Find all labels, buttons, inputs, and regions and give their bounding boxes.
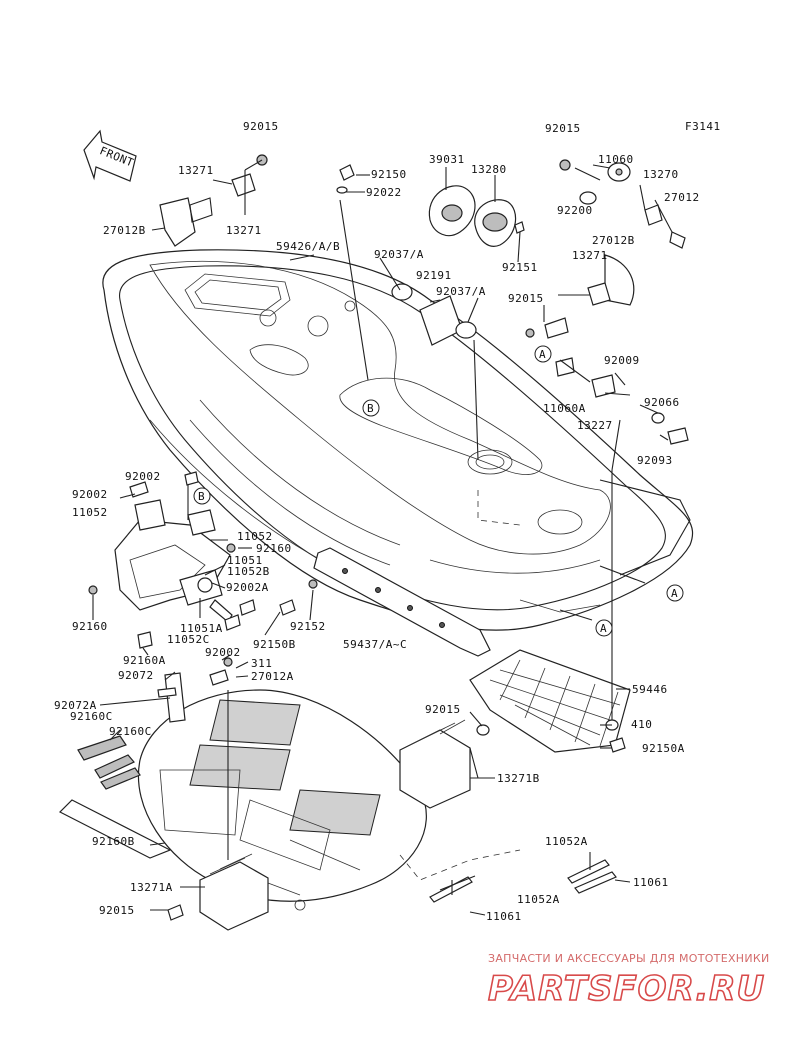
rub-rail-59437-drawing [313, 547, 491, 657]
part-label: 92066 [644, 396, 680, 409]
part-label: 92037/A [436, 285, 486, 298]
part-label: 92160C [109, 725, 152, 738]
ref-marker: A [671, 587, 678, 600]
ref-marker: B [367, 402, 374, 415]
part-label: 92160C [70, 710, 113, 723]
part-label: 59446 [632, 683, 668, 696]
part-label: 11051A [180, 622, 223, 635]
part-label: 11052A [517, 893, 560, 906]
part-label: 11061 [633, 876, 669, 889]
watermark-logo: PARTSFOR.RU [488, 969, 765, 1009]
part-label: 92037/A [374, 248, 424, 261]
part-label: 92160 [256, 542, 292, 555]
part-label: 13271 [226, 224, 262, 237]
part-label: 92150B [253, 638, 296, 651]
lower-hull-drawing [137, 689, 521, 911]
part-label: 27012 [664, 191, 700, 204]
part-label: 92150A [642, 742, 685, 755]
ref-marker: B [198, 490, 205, 503]
part-label: 92002 [72, 488, 108, 501]
leader-lines [92, 159, 673, 916]
part-label: 13270 [643, 168, 679, 181]
part-label: 13271B [497, 772, 540, 785]
part-label: 27012B [103, 224, 146, 237]
part-label: 92002 [205, 646, 241, 659]
part-label: 410 [631, 718, 652, 731]
part-label: 59426/A/B [276, 240, 340, 253]
part-label: 11052 [237, 530, 273, 543]
part-label: 59437/A~C [343, 638, 407, 651]
part-label: 92072 [118, 669, 154, 682]
callout-circle [193, 487, 211, 505]
part-label: 11060 [598, 153, 634, 166]
callout-circle [666, 584, 684, 602]
part-label: 92160B [92, 835, 135, 848]
part-label: 311 [251, 657, 272, 670]
front-arrow-icon: FRONT [83, 129, 137, 182]
part-label: 92150 [371, 168, 407, 181]
part-label: 11052B [227, 565, 270, 578]
part-label: 92015 [425, 703, 461, 716]
part-label: 92015 [99, 904, 135, 917]
part-label: 11051 [227, 554, 263, 567]
part-label: 92160A [123, 654, 166, 667]
part-label: 27012A [251, 670, 294, 683]
part-label: 92022 [366, 186, 402, 199]
figure-code: F3141 [685, 120, 721, 133]
part-label: 13271 [572, 249, 608, 262]
callout-circle [362, 399, 380, 417]
part-label: 92015 [545, 122, 581, 135]
hardware-top-drawing [88, 154, 689, 921]
part-label: 92015 [243, 120, 279, 133]
part-label: 92015 [508, 292, 544, 305]
callout-circle [595, 619, 613, 637]
part-label: 11052 [72, 506, 108, 519]
part-label: 92160 [72, 620, 108, 633]
part-labels: F3141 92015 92015 13271 13271 27012B 921… [54, 120, 721, 923]
part-label: 92002 [125, 470, 161, 483]
watermark-caption: ЗАПЧАСТИ И АКСЕССУАРЫ ДЛЯ МОТОТЕХНИКИ [488, 952, 770, 965]
part-label: 92093 [637, 454, 673, 467]
part-label: 13271 [178, 164, 214, 177]
part-label: 92072A [54, 699, 97, 712]
part-label: 92009 [604, 354, 640, 367]
part-label: 11060A [543, 402, 586, 415]
part-label: 92200 [557, 204, 593, 217]
hull-59426-drawing [102, 249, 694, 631]
part-label: 27012B [592, 234, 635, 247]
part-label: 39031 [429, 153, 465, 166]
ref-marker: A [539, 348, 546, 361]
mats-drawing [58, 672, 471, 931]
ref-marker: A [600, 622, 607, 635]
intake-grate-59446-drawing [469, 649, 631, 753]
part-label: 13271A [130, 881, 173, 894]
part-label: 11052A [545, 835, 588, 848]
part-label: 92152 [290, 620, 326, 633]
part-label: 13227 [577, 419, 613, 432]
part-label: 92002A [226, 581, 269, 594]
part-label: 92151 [502, 261, 538, 274]
part-label: 11052C [167, 633, 210, 646]
bracket-cluster-drawing [114, 499, 233, 649]
part-label: 11061 [486, 910, 522, 923]
watermark: ЗАПЧАСТИ И АКСЕССУАРЫ ДЛЯ МОТОТЕХНИКИ PA… [487, 952, 770, 1010]
callout-circle [534, 345, 552, 363]
part-label: 92191 [416, 269, 452, 282]
ref-callouts: A B B A A A [193, 345, 684, 637]
part-label: 13280 [471, 163, 507, 176]
